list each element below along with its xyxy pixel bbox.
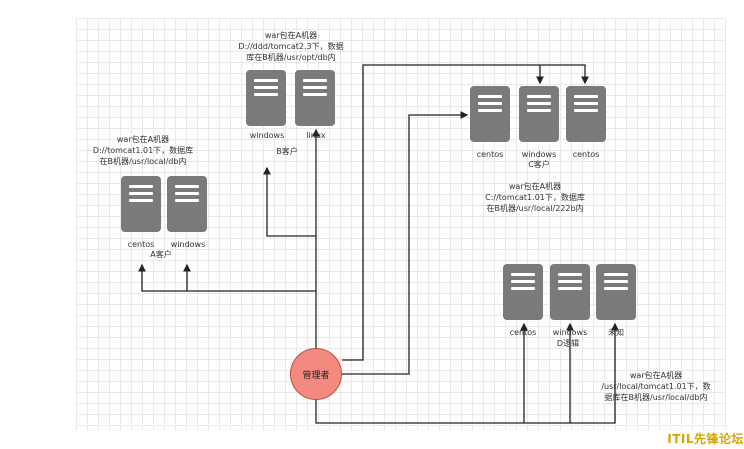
group-a-client-label: A客户 xyxy=(150,250,172,259)
connector-manager-to-c-top xyxy=(342,64,589,361)
group-a-note: war包在A机器 D://tomcat1.01下，数据库 在B机器/usr/lo… xyxy=(93,134,193,167)
group-a-note-line: 在B机器/usr/local/db内 xyxy=(99,157,187,166)
server-icon xyxy=(246,70,286,126)
server-label: centos xyxy=(509,328,537,337)
group-c-note-line: C://tomcat1.01下，数据库 xyxy=(485,193,585,202)
server-icon xyxy=(596,264,636,320)
server-label: windows xyxy=(552,328,588,337)
grid-background xyxy=(76,18,726,430)
group-b-note: war包在A机器 D://ddd/tomcat2.3下，数据 库在B机器/usr… xyxy=(238,30,343,63)
server-label: centos xyxy=(127,240,155,249)
connector-manager-to-c xyxy=(342,111,469,375)
group-d-note-line: 据库在B机器/usr/local/db内 xyxy=(604,393,708,402)
group-a-note-line: D://tomcat1.01下，数据库 xyxy=(92,146,194,155)
group-b-note-line: war包在A机器 xyxy=(264,31,318,40)
server-icon xyxy=(503,264,543,320)
server-icon xyxy=(121,176,161,232)
server-label: windows xyxy=(521,150,557,159)
group-a-note-line: war包在A机器 xyxy=(116,135,170,144)
group-b-note-line: D://ddd/tomcat2.3下，数据 xyxy=(238,42,344,51)
group-c-note-line: 在B机器/usr/local/222b内 xyxy=(486,204,584,213)
server-label: 未知 xyxy=(608,328,624,337)
group-d-note: war包在A机器 /usr/local/tomcat1.01下，数 据库在B机器… xyxy=(601,370,710,403)
server-label: centos xyxy=(572,150,600,159)
server-icon xyxy=(295,70,335,126)
group-d-note-line: war包在A机器 xyxy=(629,371,683,380)
group-b-client-label: B客户 xyxy=(276,147,298,156)
server-label: linux xyxy=(306,131,326,140)
server-icon xyxy=(566,86,606,142)
group-c-client-label: C客户 xyxy=(528,160,550,169)
connector-manager-to-b xyxy=(263,166,317,291)
server-icon xyxy=(550,264,590,320)
group-c-note-line: war包在A机器 xyxy=(508,182,562,191)
server-icon xyxy=(470,86,510,142)
group-c-note: war包在A机器 C://tomcat1.01下，数据库 在B机器/usr/lo… xyxy=(485,181,585,214)
server-icon xyxy=(167,176,207,232)
group-d-note-line: /usr/local/tomcat1.01下，数 xyxy=(601,382,711,391)
watermark-logo: ITIL先锋论坛 xyxy=(667,432,744,446)
connector-manager-to-a xyxy=(138,263,317,348)
server-label: windows xyxy=(170,240,206,249)
group-d-client-label: D逻辑 xyxy=(556,339,580,348)
manager-node: 管理者 xyxy=(290,348,342,400)
connector-manager-to-d xyxy=(315,322,619,424)
server-label: windows xyxy=(249,131,285,140)
manager-label: 管理者 xyxy=(302,370,330,381)
group-b-note-line: 库在B机器/usr/opt/db内 xyxy=(246,53,336,62)
server-label: centos xyxy=(476,150,504,159)
server-icon xyxy=(519,86,559,142)
